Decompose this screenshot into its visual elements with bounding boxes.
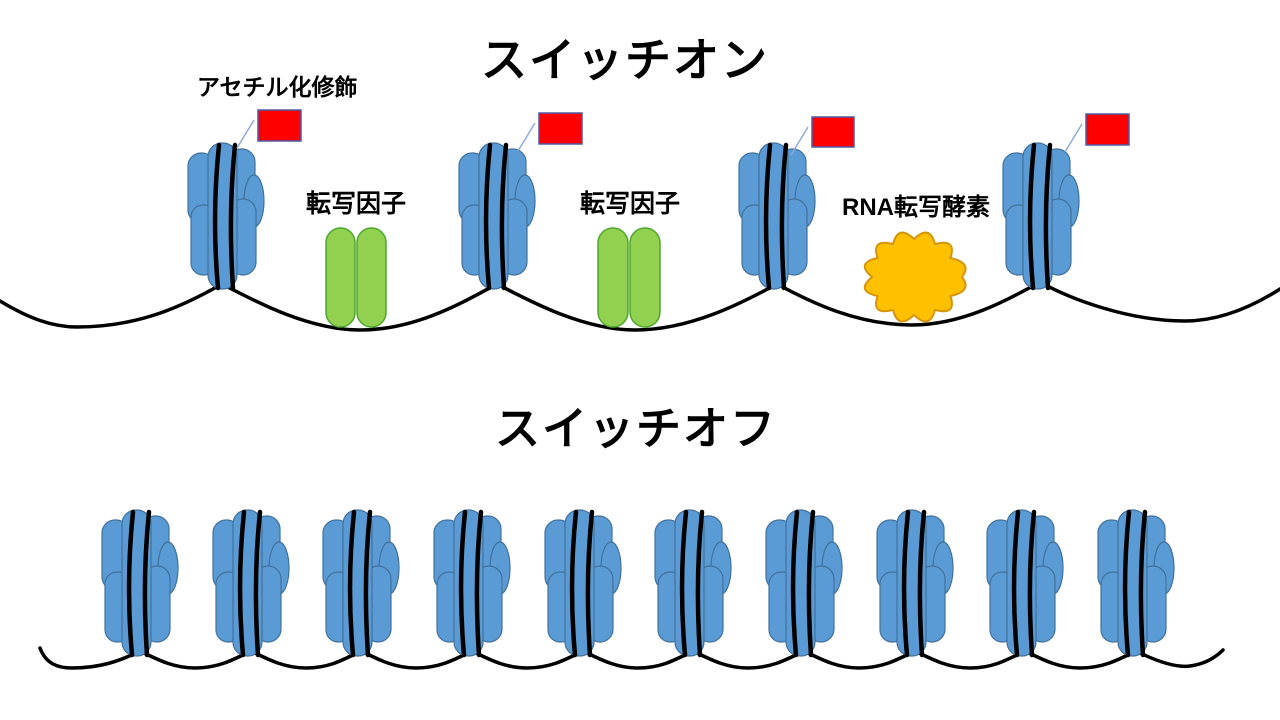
acetyl-flag [538, 112, 583, 145]
transcription-factor-label: 転写因子 [305, 190, 407, 218]
transcription-factor-dimer [325, 227, 387, 328]
rna-polymerase-cloud [863, 231, 967, 323]
nucleosome [739, 143, 815, 289]
transcription-factor-label: 転写因子 [579, 190, 681, 218]
nucleosome [1098, 510, 1174, 656]
dna-strand-open [0, 279, 1280, 332]
acetyl-flag [811, 116, 855, 148]
nucleosome [213, 510, 289, 656]
flag-connector-line [517, 122, 536, 152]
flag-connector-line [1064, 123, 1083, 153]
nucleosome [877, 510, 953, 656]
transcription-factor-subunit [629, 227, 661, 328]
acetyl-flag [257, 109, 302, 142]
nucleosome [766, 510, 842, 656]
dna-strand-condensed [38, 646, 1225, 670]
acetyl-flag [1085, 113, 1130, 146]
rna-polymerase-label: RNA転写酵素 [842, 194, 990, 221]
nucleosome [188, 143, 264, 289]
nucleosome [434, 510, 510, 656]
nucleosome [987, 510, 1063, 656]
flag-connector-line [790, 126, 809, 156]
switch-on-title: スイッチオン [481, 34, 769, 86]
nucleosome [323, 510, 399, 656]
nucleosome [459, 143, 535, 289]
nucleosome [545, 510, 621, 656]
acetylation-label: アセチル化修飾 [197, 74, 358, 100]
transcription-factor-subunit [356, 227, 387, 328]
nucleosome [655, 510, 731, 656]
transcription-factor-subunit [325, 227, 356, 328]
nucleosome [1003, 143, 1079, 289]
nucleosome [102, 510, 178, 656]
switch-off-title: スイッチオフ [494, 403, 778, 454]
transcription-factor-subunit [597, 227, 629, 328]
transcription-factor-dimer [597, 227, 661, 328]
flag-connector-line [236, 119, 255, 149]
